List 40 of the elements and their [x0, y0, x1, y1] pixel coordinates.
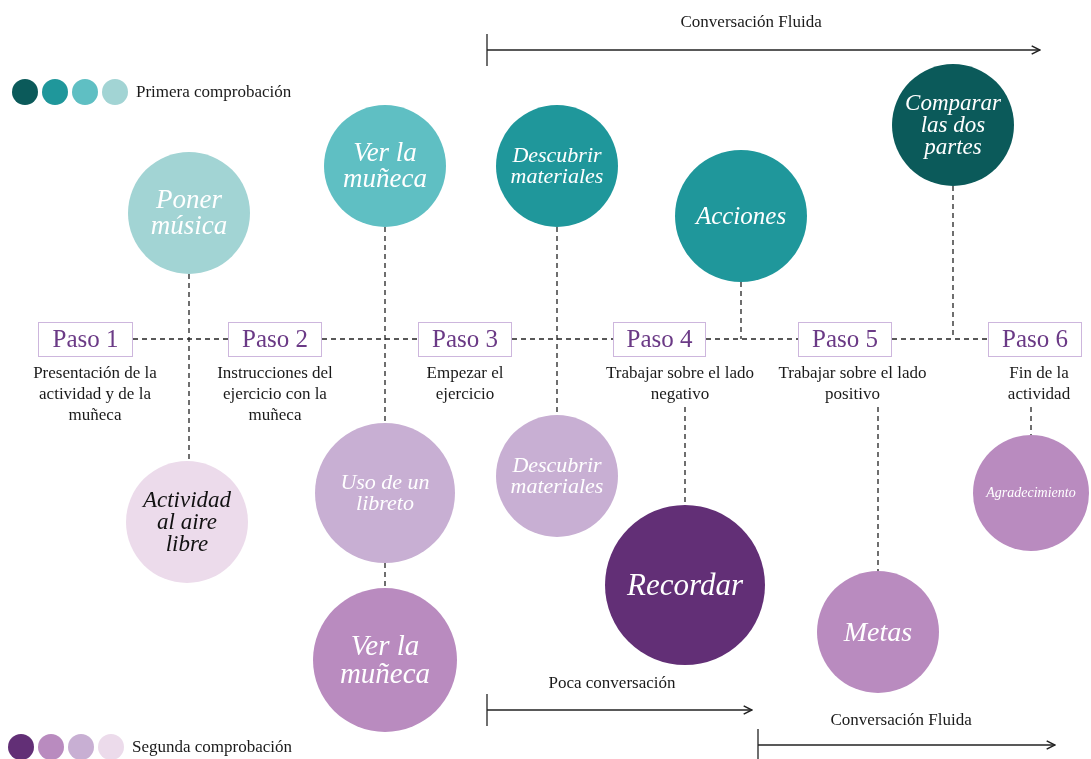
legend-label: Primera comprobación: [136, 82, 292, 102]
topic-circle: Descubrir materiales: [496, 415, 618, 537]
connector-line: [740, 281, 742, 340]
topic-circle: Descubrir materiales: [496, 105, 618, 227]
step-label: Paso 6: [988, 322, 1082, 357]
topic-circle: Metas: [817, 571, 939, 693]
topic-circle: Acciones: [675, 150, 807, 282]
step-description: Presentación de la actividad y de la muñeca: [32, 362, 158, 425]
topic-circle: Poner música: [128, 152, 250, 274]
step-label: Paso 2: [228, 322, 322, 357]
legend-label: Segunda comprobación: [132, 737, 293, 757]
connector-line: [877, 406, 879, 572]
connector-line: [511, 338, 614, 340]
step-label: Paso 3: [418, 322, 512, 357]
topic-circle: Recordar: [605, 505, 765, 665]
step-label: Paso 5: [798, 322, 892, 357]
connector-line: [705, 338, 799, 340]
topic-circle: Uso de un libreto: [315, 423, 455, 563]
step-label: Paso 4: [613, 322, 706, 357]
range-label: Poca conversación: [548, 673, 676, 693]
topic-circle: Ver la muñeca: [324, 105, 446, 227]
step-description: Instrucciones del ejercicio con la muñeca: [216, 362, 334, 425]
connector-line: [891, 338, 989, 340]
range-label: Conversación Fluida: [680, 12, 822, 32]
topic-circle: Agradecimiento: [973, 435, 1089, 551]
step-description: Empezar el ejercicio: [425, 362, 505, 404]
step-description: Fin de la actividad: [1006, 362, 1072, 404]
topic-circle: Actividad al aire libre: [126, 461, 248, 583]
connector-line: [188, 273, 190, 462]
connector-line: [321, 338, 419, 340]
connector-line: [384, 562, 386, 589]
step-description: Trabajar sobre el lado negativo: [604, 362, 756, 404]
connector-line: [384, 226, 386, 424]
topic-circle: Comparar las dos partes: [892, 64, 1014, 186]
connector-line: [132, 338, 229, 340]
step-label: Paso 1: [38, 322, 133, 357]
topic-circle: Ver la muñeca: [313, 588, 457, 732]
range-label: Conversación Fluida: [830, 710, 972, 730]
connector-line: [1030, 406, 1032, 436]
step-description: Trabajar sobre el lado positivo: [777, 362, 928, 404]
